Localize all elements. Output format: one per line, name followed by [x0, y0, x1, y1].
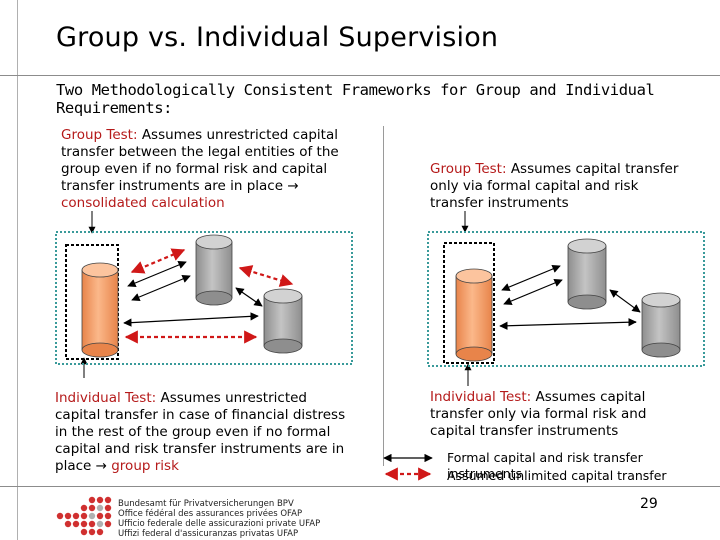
left-margin-line: [17, 0, 18, 540]
title-separator: [0, 75, 720, 76]
legend-formal-label: Formal capital and risk transfer instrum…: [447, 450, 643, 481]
left-gray-entity-top: [195, 234, 233, 306]
left-group-test-highlight: consolidated calculation: [61, 195, 225, 211]
left-unlimited-arrow-1: [130, 248, 186, 274]
legend-unlimited-label: Assumed unlimited capital transfer: [447, 468, 667, 483]
right-orange-entity: [455, 268, 493, 362]
right-formal-arrow-2: [503, 279, 563, 305]
left-formal-arrow-4: [235, 287, 263, 307]
right-individual-test: Individual Test: Assumes capital transfe…: [430, 389, 685, 440]
right-diagram: [427, 211, 705, 386]
footer-separator: [0, 486, 720, 487]
right-group-test: Group Test: Assumes capital transfer onl…: [430, 161, 690, 212]
right-formal-arrow-4: [609, 289, 641, 313]
left-individual-frame: [65, 244, 119, 360]
left-group-test-text: Assumes unrestricted capital transfer be…: [61, 127, 339, 194]
logo-line-rm: Uffizi federal d'assicuranzas privatas U…: [118, 529, 299, 539]
bpv-logo-text: Bundesamt für Privatversicherungen BPV O…: [118, 499, 320, 539]
page-number: 29: [640, 496, 658, 512]
left-gray-entity-right: [263, 288, 303, 354]
left-orange-entity: [81, 262, 119, 358]
left-individual-test-arrow: →: [95, 458, 107, 474]
left-individual-test-text: Assumes unrestricted capital transfer in…: [55, 390, 346, 474]
bpv-logo-emblem: [56, 496, 112, 536]
right-gray-entity-right: [641, 292, 681, 358]
left-formal-arrow-3: [123, 312, 259, 327]
right-formal-arrow-3: [499, 318, 637, 330]
right-individual-frame: [443, 242, 495, 364]
left-group-test-label: Group Test:: [61, 127, 138, 143]
left-unlimited-arrow-3: [238, 265, 294, 287]
right-group-frame: [427, 231, 705, 367]
slide-title: Group vs. Individual Supervision: [56, 22, 499, 53]
logo-line-it: Ufficio federale delle assicurazioni pri…: [118, 519, 321, 529]
column-divider: [383, 126, 384, 466]
right-gray-entity-top: [567, 238, 607, 310]
left-formal-arrow-1: [127, 261, 187, 287]
left-individual-test-label: Individual Test:: [55, 390, 157, 406]
slide-subtitle: Two Methodologically Consistent Framewor…: [56, 81, 655, 117]
logo-line-de: Bundesamt für Privatversicherungen BPV: [118, 499, 294, 509]
right-group-test-text: Assumes capital transfer only via formal…: [430, 161, 679, 211]
right-formal-arrow-1: [501, 265, 561, 291]
right-group-test-label: Group Test:: [430, 161, 507, 177]
left-formal-arrow-2: [131, 275, 191, 301]
logo-line-fr: Office fédéral des assurances privées OF…: [118, 509, 303, 519]
left-group-test-arrow: →: [287, 178, 299, 194]
left-individual-test-highlight: group risk: [111, 458, 179, 474]
left-group-test: Group Test: Assumes unrestricted capital…: [61, 127, 361, 212]
right-individual-test-text: Assumes capital transfer only via formal…: [430, 389, 647, 439]
right-individual-test-label: Individual Test:: [430, 389, 532, 405]
left-group-frame: [55, 231, 353, 365]
left-individual-test: Individual Test: Assumes unrestricted ca…: [55, 390, 355, 475]
left-diagram: [55, 211, 353, 378]
